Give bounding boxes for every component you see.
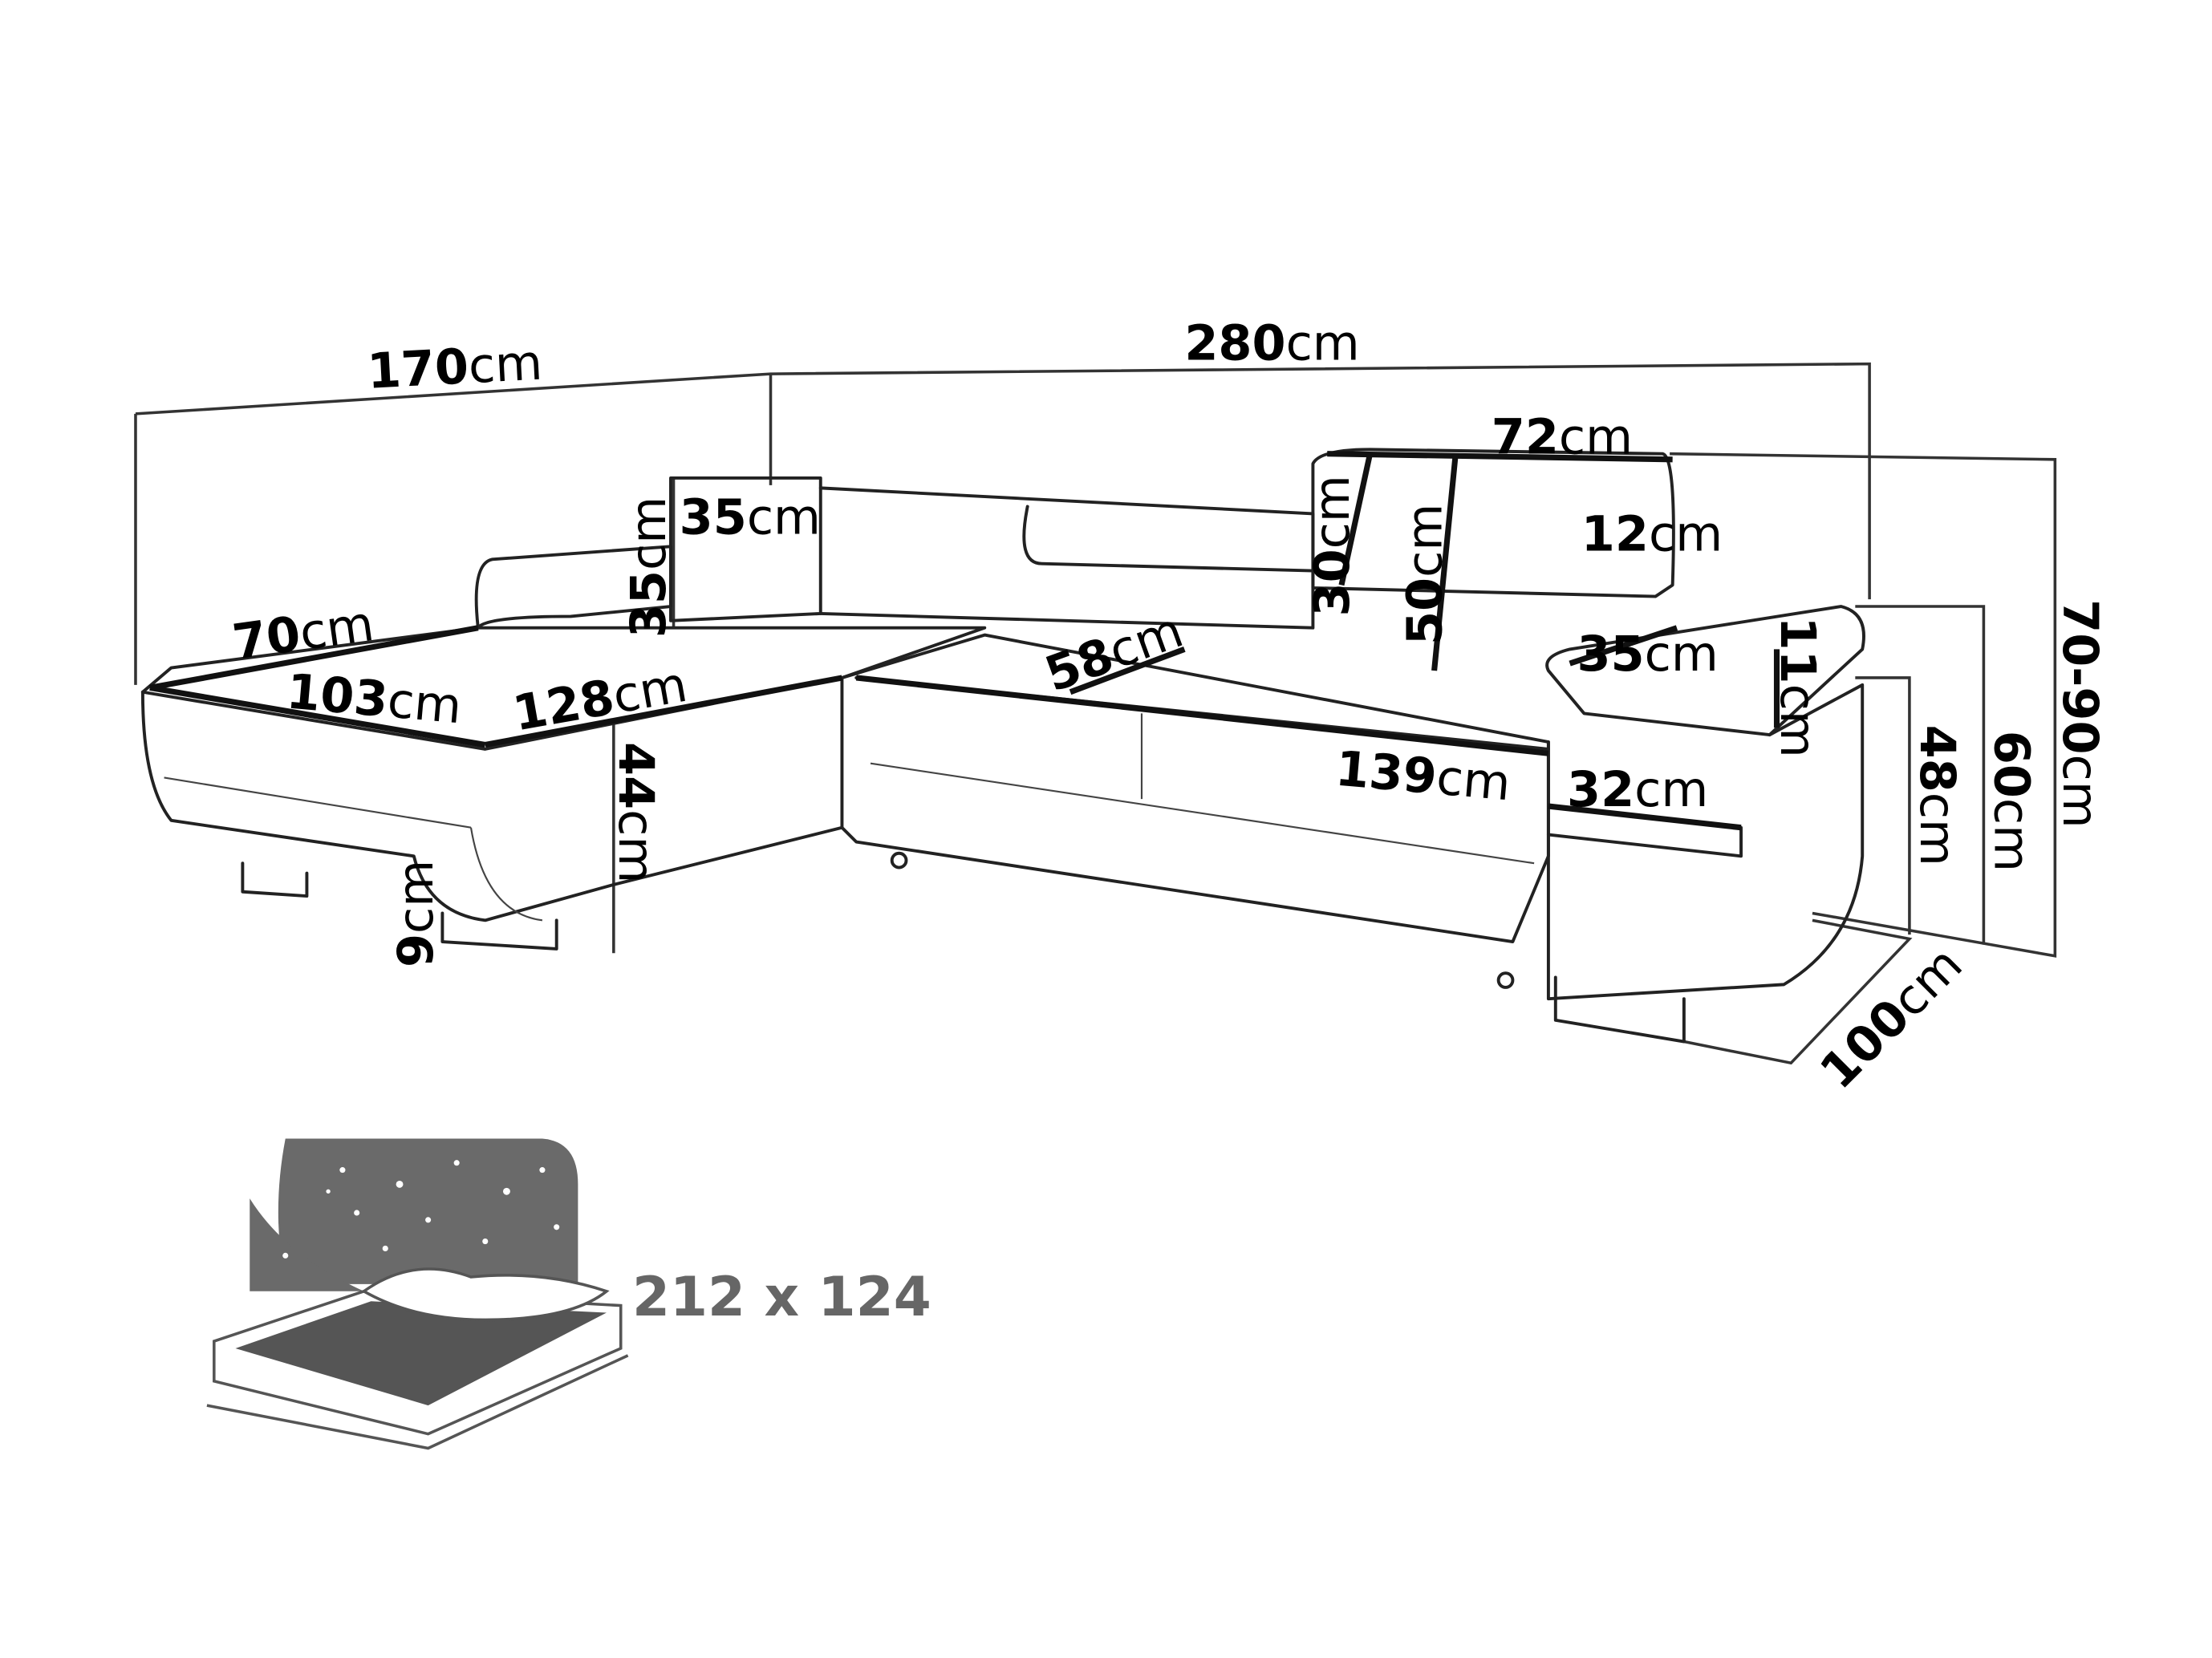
dimension-labels: 280cm 170cm 72cm 35cm 35cm 12cm 30cm 50c…	[229, 315, 2108, 1100]
label-seat-depth: 58cm	[1038, 602, 1191, 703]
label-armrest-depth: 35cm	[1577, 626, 1718, 683]
label-headrest-width: 72cm	[1492, 410, 1633, 466]
label-headrest-height: 30cm	[1305, 475, 1361, 616]
label-backrest-height: 50cm	[1397, 504, 1453, 645]
label-chaise-width: 70cm	[229, 596, 377, 671]
sleep-function-icon: 212 x 124	[206, 1138, 931, 1450]
measure-strokes	[149, 451, 1780, 831]
label-chaise-seat: 128cm	[509, 657, 691, 743]
label-leg-height: 9cm	[388, 860, 444, 967]
label-seat-height: 44cm	[607, 742, 664, 883]
bed-size-label: 212 x 124	[632, 1265, 931, 1328]
label-total-height: 70-90cm	[2052, 599, 2108, 829]
label-arm-height: 48cm	[1909, 725, 1965, 866]
label-total-width: 280cm	[1184, 315, 1359, 371]
label-left-headrest-height: 35cm	[621, 497, 677, 638]
label-seat-width: 139cm	[1333, 741, 1513, 813]
label-armrest-thickness: 11cm	[1769, 616, 1825, 757]
label-headrest-thickness: 12cm	[1581, 507, 1723, 563]
label-corner-depth: 170cm	[366, 335, 544, 400]
dimension-lines	[134, 362, 2057, 1065]
label-left-headrest-width: 35cm	[680, 489, 821, 545]
label-chaise-length: 103cm	[284, 664, 464, 736]
label-back-height: 60cm	[1983, 731, 2040, 872]
label-armrest-width: 32cm	[1567, 762, 1708, 818]
